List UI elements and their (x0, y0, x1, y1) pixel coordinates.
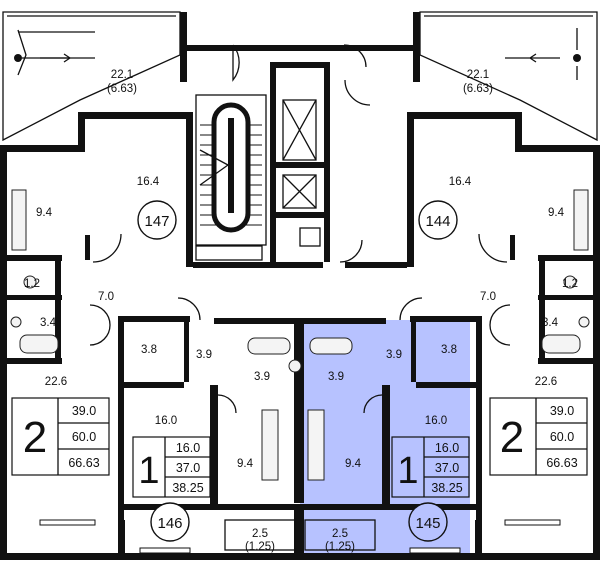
room-area-hall-144: 7.0 (480, 291, 496, 303)
room-area-kitchen-145: 9.4 (345, 458, 362, 470)
apartment-number: 146 (157, 515, 182, 532)
apartment-summary-147: 2 39.0 60.0 66.63 (11, 397, 110, 476)
loggia-area-146: 2.5 (252, 528, 268, 540)
apartment-number: 144 (425, 213, 450, 230)
room-area-bath-147: 3.4 (40, 317, 57, 329)
balcony-right-reduced: (6.63) (463, 83, 493, 95)
stair-core (195, 94, 267, 261)
apartment-summary-144: 2 39.0 60.0 66.63 (489, 397, 588, 476)
area-living: 39.0 (550, 404, 574, 418)
toilet-icon (23, 275, 37, 289)
room-count: 1 (138, 450, 159, 492)
light-fixture-icon (14, 54, 22, 62)
light-fixture-icon (573, 54, 581, 62)
room-area-living-146: 16.0 (155, 415, 177, 427)
apartment-summary-145: 1 16.0 37.0 38.25 (391, 436, 470, 498)
apartment-number-circle (418, 200, 458, 240)
room-area-corridor-145: 3.9 (328, 371, 344, 383)
kitchen-counter-icon (307, 409, 325, 481)
room-area-hall-147: 7.0 (98, 291, 114, 303)
room-area-kitchen-146: 9.4 (237, 458, 254, 470)
room-area-living-145: 16.0 (425, 415, 447, 427)
kitchen-counter-icon (573, 189, 589, 251)
room-area-living-144: 16.4 (449, 176, 472, 188)
area-living: 39.0 (72, 404, 96, 418)
area-total: 37.0 (176, 461, 200, 475)
doors (89, 44, 511, 414)
room-area-bath-145: 3.8 (441, 344, 457, 356)
room-area-wc-144: 1.2 (562, 278, 578, 290)
area-total: 60.0 (72, 430, 96, 444)
room-area-hall-146: 3.9 (196, 349, 212, 361)
room-area-bedroom-147: 22.6 (45, 376, 67, 388)
sink-icon (578, 316, 590, 328)
room-area-bath-146: 3.8 (141, 344, 157, 356)
bathtub-icon (309, 337, 353, 355)
apartment-number-circle (408, 502, 448, 542)
fixtures (10, 189, 590, 481)
apartment-summary-146: 1 16.0 37.0 38.25 (132, 436, 211, 498)
apartment-number-circle (137, 200, 177, 240)
kitchen-counter-icon (11, 189, 27, 251)
windows (39, 519, 561, 554)
balcony-right (419, 11, 598, 142)
room-area-wc-147: 1.2 (24, 278, 40, 290)
balcony-left (2, 11, 181, 142)
apartment-number: 147 (144, 213, 169, 230)
area-with-balcony: 66.63 (546, 456, 577, 470)
room-area-kitchen-147: 9.4 (36, 207, 53, 219)
room-area-living-147: 16.4 (137, 176, 160, 188)
bathtub-icon (19, 334, 59, 354)
sink-icon (10, 316, 22, 328)
walls (0, 12, 600, 560)
room-count: 2 (500, 413, 524, 462)
kitchen-counter-icon (261, 409, 279, 481)
loggia-reduced-146: (1.25) (245, 541, 275, 553)
bathtub-icon (541, 334, 581, 354)
elevators (270, 62, 330, 262)
room-count: 2 (23, 413, 47, 462)
area-total: 37.0 (435, 461, 459, 475)
loggia-area-145: 2.5 (332, 528, 348, 540)
bathtub-icon (247, 337, 291, 355)
room-area-bath-144: 3.4 (542, 317, 559, 329)
apartment-number-circle (150, 502, 190, 542)
area-total: 60.0 (550, 430, 574, 444)
area-living: 16.0 (176, 441, 200, 455)
balcony-left-area: 22.1 (111, 69, 133, 81)
balcony-right-area: 22.1 (467, 69, 489, 81)
area-with-balcony: 66.63 (68, 456, 99, 470)
loggia-reduced-145: (1.25) (325, 541, 355, 553)
toilet-icon (563, 275, 577, 289)
area-living: 16.0 (435, 441, 459, 455)
room-area-kitchen-144: 9.4 (548, 207, 565, 219)
room-area-hall-145: 3.9 (386, 349, 402, 361)
apartment-number: 145 (415, 515, 440, 532)
room-area-corridor-146: 3.9 (254, 371, 270, 383)
balcony-left-reduced: (6.63) (107, 83, 137, 95)
area-with-balcony: 38.25 (172, 481, 203, 495)
area-with-balcony: 38.25 (431, 481, 462, 495)
room-area-bedroom-144: 22.6 (535, 376, 557, 388)
sink-icon (288, 359, 302, 373)
room-count: 1 (397, 450, 418, 492)
